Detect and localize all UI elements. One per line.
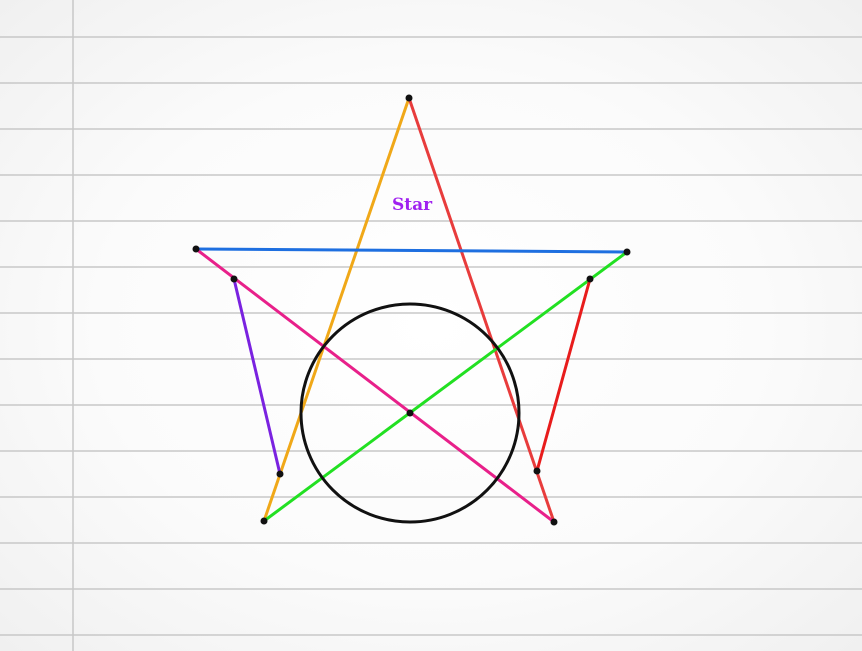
segment-top-left: [262, 96, 411, 523]
point-bottom-right: [550, 518, 558, 526]
segment-left-diagonal: [194, 247, 556, 524]
segment-right-short: [535, 277, 592, 473]
point-right-short-end: [533, 467, 541, 475]
point-right-inner: [586, 275, 594, 283]
point-right-wing: [623, 248, 631, 256]
segment-left-short: [232, 277, 282, 476]
diagram-title: Star: [392, 195, 433, 215]
point-left-short-end: [276, 470, 284, 478]
point-apex: [405, 94, 413, 102]
point-circle-center: [406, 409, 414, 417]
center-circle: [299, 302, 521, 524]
point-left-inner: [230, 275, 238, 283]
segment-right-diagonal: [262, 250, 629, 523]
segment-top-right: [407, 96, 556, 524]
point-bottom-left: [260, 517, 268, 525]
point-left-wing: [192, 245, 200, 253]
segment-cross-bar: [194, 247, 629, 254]
points: [192, 94, 631, 526]
